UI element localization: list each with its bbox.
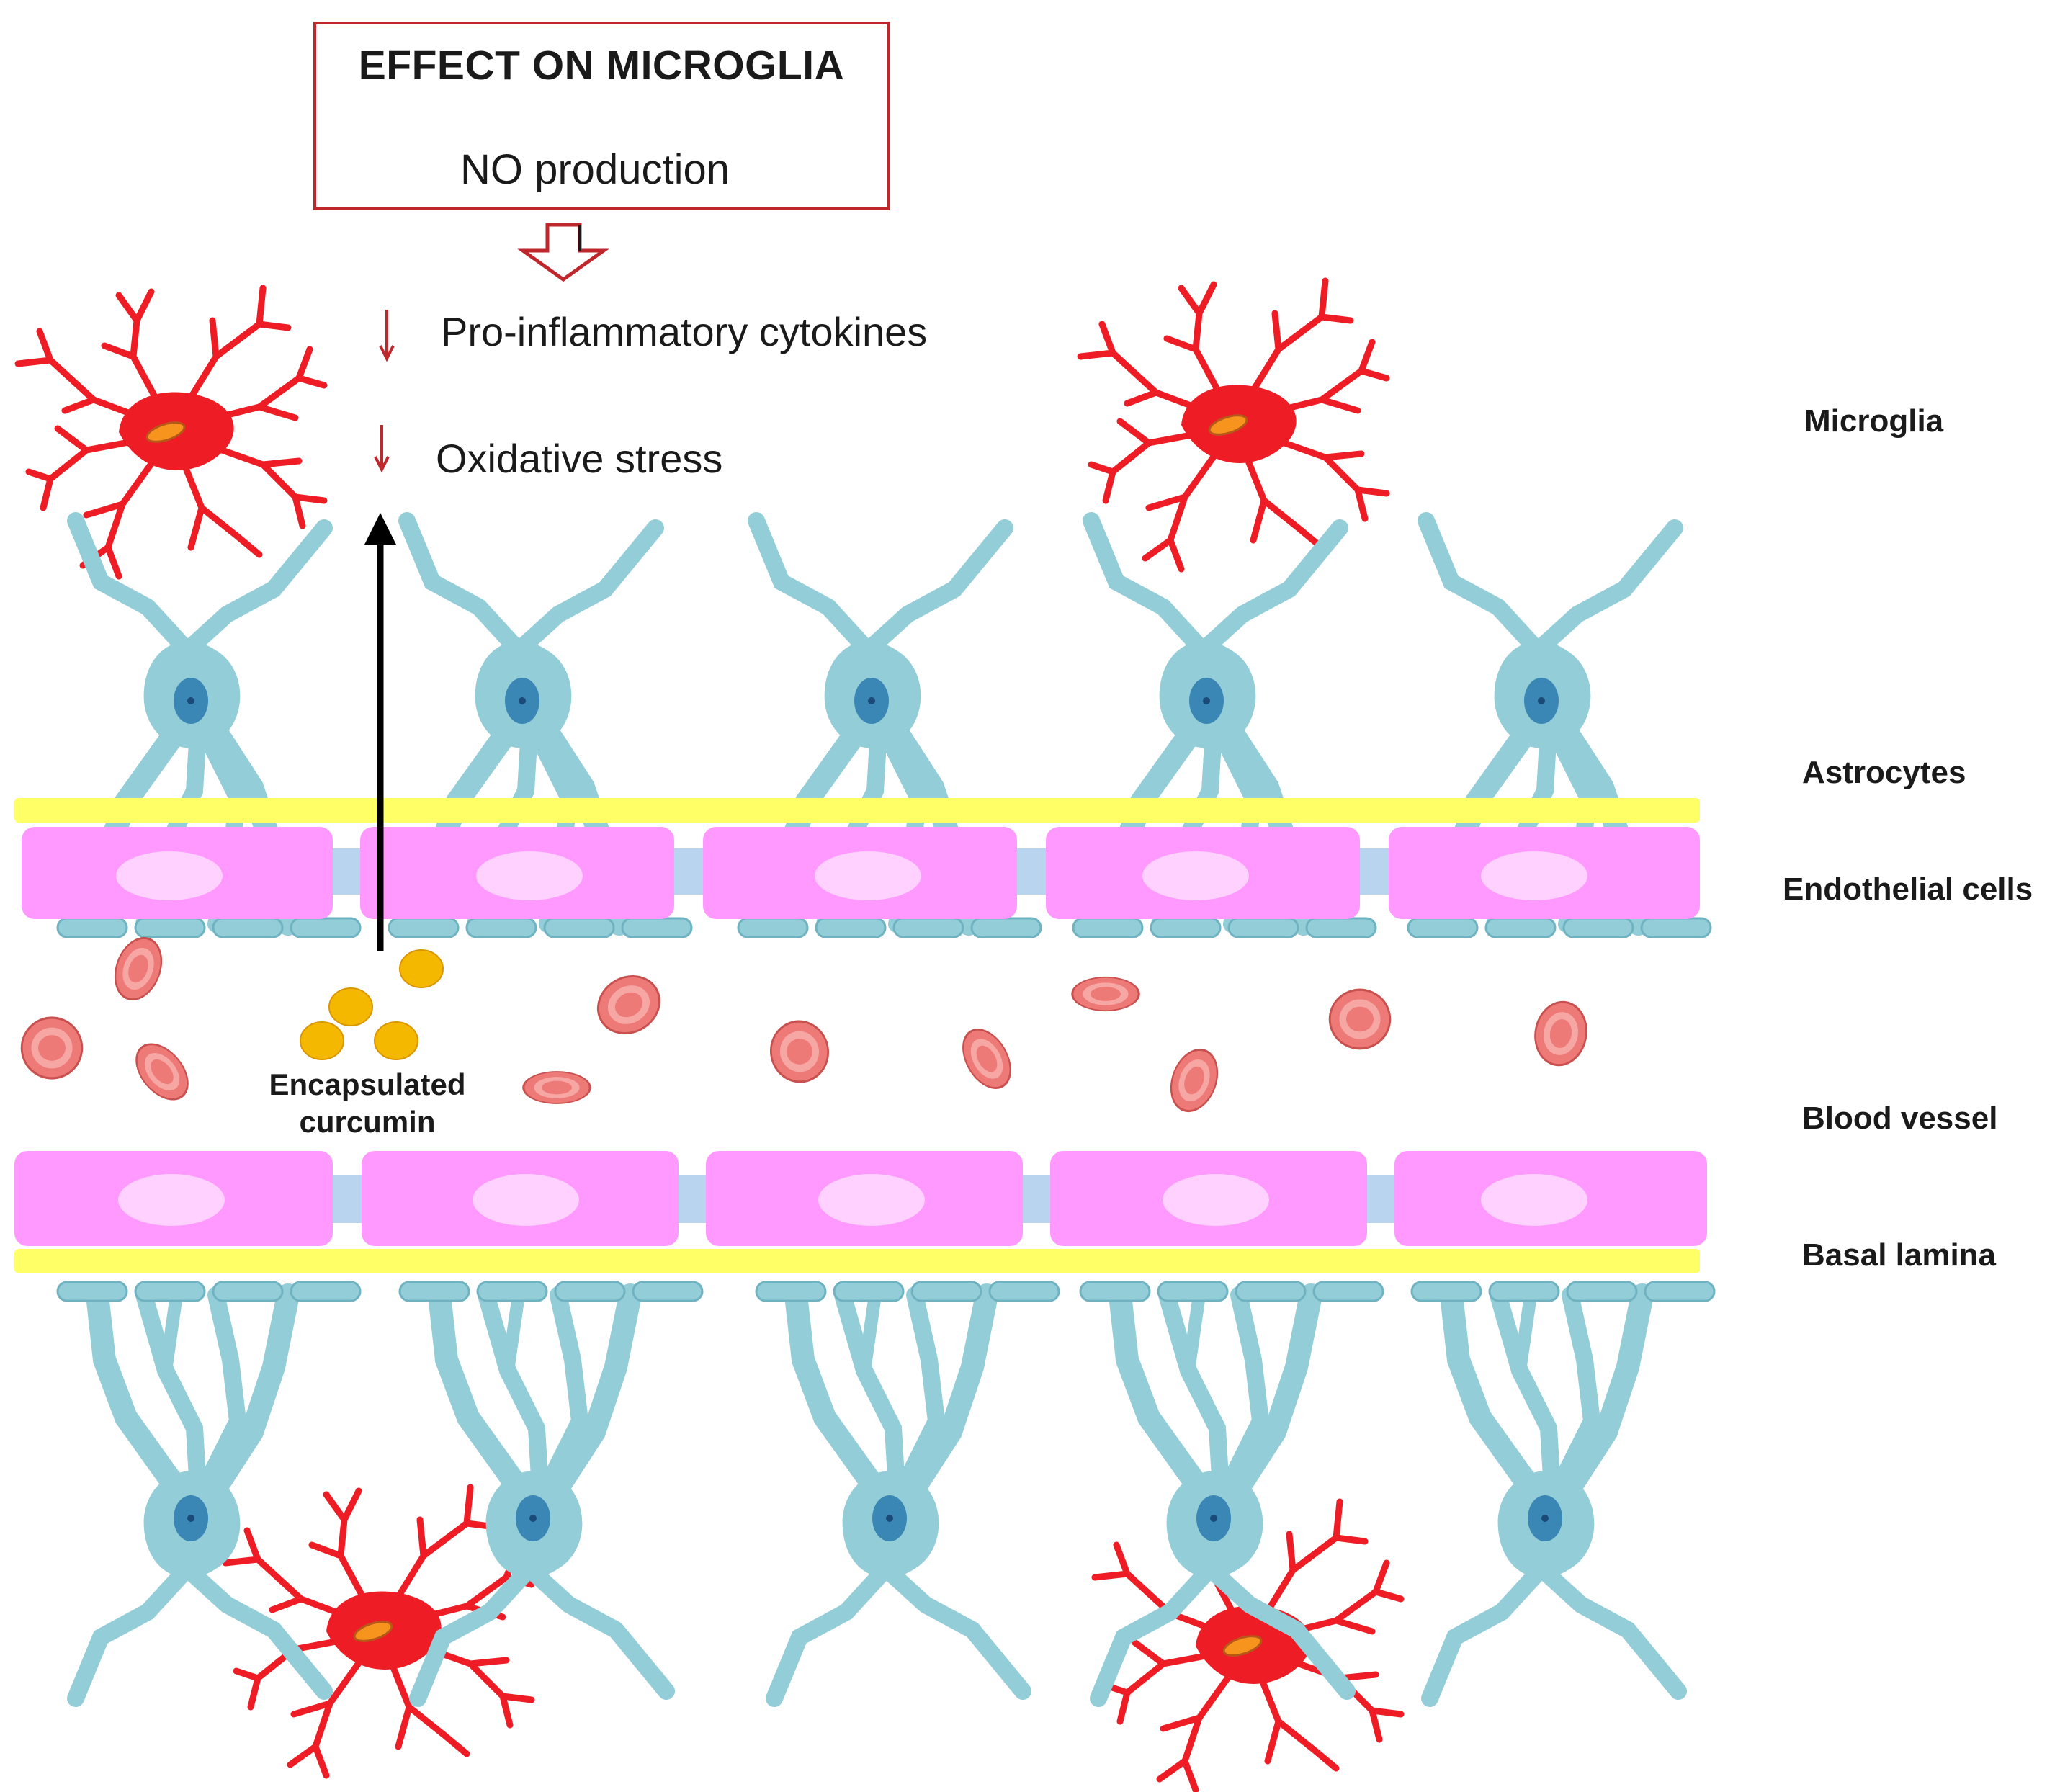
red-blood-cell <box>20 1016 84 1080</box>
effect-down-arrow <box>517 223 609 282</box>
microglia-cell <box>18 288 324 576</box>
effect-cytokines: Pro-inflammatory cytokines <box>441 309 928 354</box>
red-blood-cell <box>952 1020 1021 1098</box>
curcumin-label-line2: curcumin <box>299 1105 436 1139</box>
label-microglia: Microglia <box>1804 403 1944 439</box>
red-blood-cell <box>765 1016 834 1088</box>
endothelial-layer-top <box>22 827 1700 919</box>
astrocyte-cell <box>400 1282 702 1698</box>
red-blood-cell <box>125 1033 200 1111</box>
endothelial-layer-bottom <box>14 1151 1707 1246</box>
curcumin-label-line1: Encapsulated <box>269 1067 466 1101</box>
red-blood-cell <box>106 930 171 1008</box>
crossing-arrow-head <box>364 513 396 545</box>
red-blood-cell <box>586 964 671 1046</box>
effect-oxidative-stress: Oxidative stress <box>436 436 723 481</box>
basal-lamina-top <box>14 798 1700 823</box>
label-blood-vessel: Blood vessel <box>1802 1101 1998 1136</box>
decrease-arrow-icon <box>374 425 390 473</box>
red-blood-cell <box>1529 997 1593 1070</box>
red-blood-cell <box>1162 1041 1227 1119</box>
red-blood-cell <box>1328 988 1392 1050</box>
red-blood-cell <box>1071 976 1140 1012</box>
astrocyte-cell <box>756 1282 1059 1698</box>
astrocyte-cell <box>58 1282 360 1698</box>
curcumin-particles <box>300 949 444 1060</box>
label-astrocytes: Astrocytes <box>1802 755 1966 790</box>
label-basal-lamina: Basal lamina <box>1802 1237 1997 1273</box>
basal-lamina-bottom <box>14 1249 1700 1273</box>
effect-box: EFFECT ON MICROGLIA NO production <box>313 22 890 210</box>
effect-title: EFFECT ON MICROGLIA <box>358 42 845 89</box>
label-endothelial-cells: Endothelial cells <box>1783 872 2033 907</box>
effect-item-no-production: NO production <box>460 146 730 193</box>
decrease-arrow-icon <box>379 310 395 362</box>
red-blood-cell <box>522 1070 591 1105</box>
astrocyte-cell <box>1412 1282 1714 1698</box>
label-encapsulated-curcumin: Encapsulated curcumin <box>245 1066 490 1141</box>
